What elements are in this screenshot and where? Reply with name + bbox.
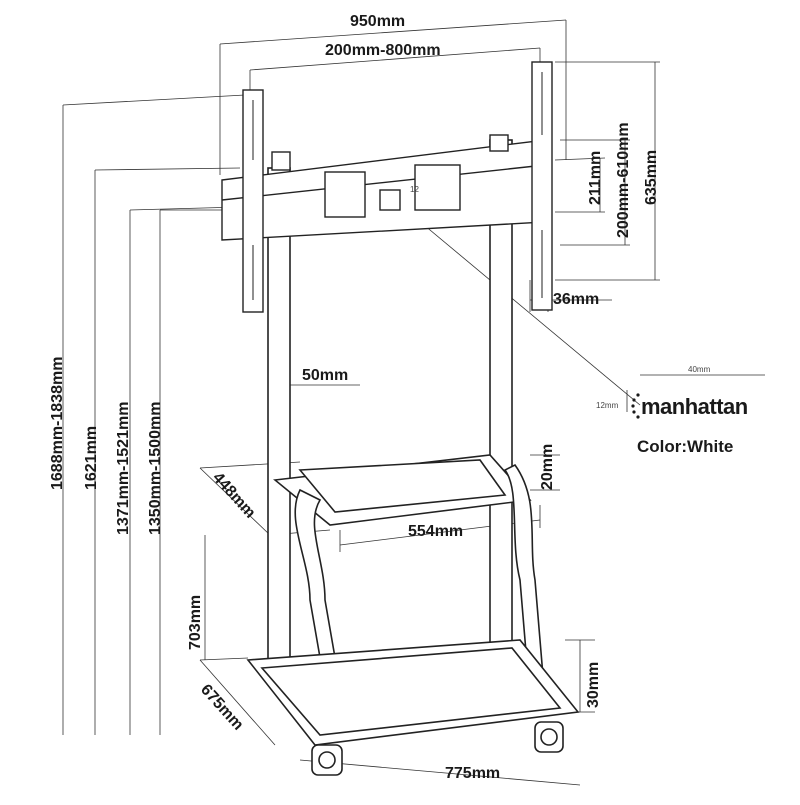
logo-width-dim: 40mm — [688, 365, 711, 374]
label-bracket-height: 635mm — [643, 150, 660, 205]
label-shelf-thickness: 20mm — [539, 444, 556, 490]
label-base-depth: 675mm — [197, 681, 247, 733]
brand-logo-text: manhattan — [641, 394, 748, 419]
label-vesa-width: 200mm-800mm — [325, 42, 441, 59]
label-overall-width: 950mm — [350, 13, 405, 30]
label-shelf-width: 554mm — [408, 523, 463, 540]
label-height-1350: 1350mm-1500mm — [147, 402, 164, 535]
base — [246, 639, 580, 776]
label-bracket-depth: 36mm — [553, 291, 599, 308]
manhattan-logo-icon — [631, 393, 640, 419]
color-label: Color:White — [637, 437, 733, 456]
label-base-width: 775mm — [445, 765, 500, 782]
logo-height-dim: 12mm — [596, 401, 619, 410]
shelf — [273, 454, 546, 716]
label-bracket-strip: 211mm — [587, 151, 604, 205]
logo-block: 40mm 12mm manhattan Color:White — [596, 365, 748, 456]
vesa-bracket — [221, 61, 553, 313]
label-vesa-height: 200mm-610mm — [615, 122, 632, 238]
label-height-1621: 1621mm — [83, 426, 100, 490]
label-shelf-height: 703mm — [187, 595, 204, 650]
label-total-height: 1688mm-1838mm — [49, 357, 66, 490]
label-height-1371: 1371mm-1521mm — [115, 402, 132, 535]
label-shelf-depth: 448mm — [209, 469, 259, 521]
label-base-height: 30mm — [585, 662, 602, 708]
label-column-width: 50mm — [302, 367, 348, 384]
label-bracket-number: 12 — [410, 185, 419, 194]
